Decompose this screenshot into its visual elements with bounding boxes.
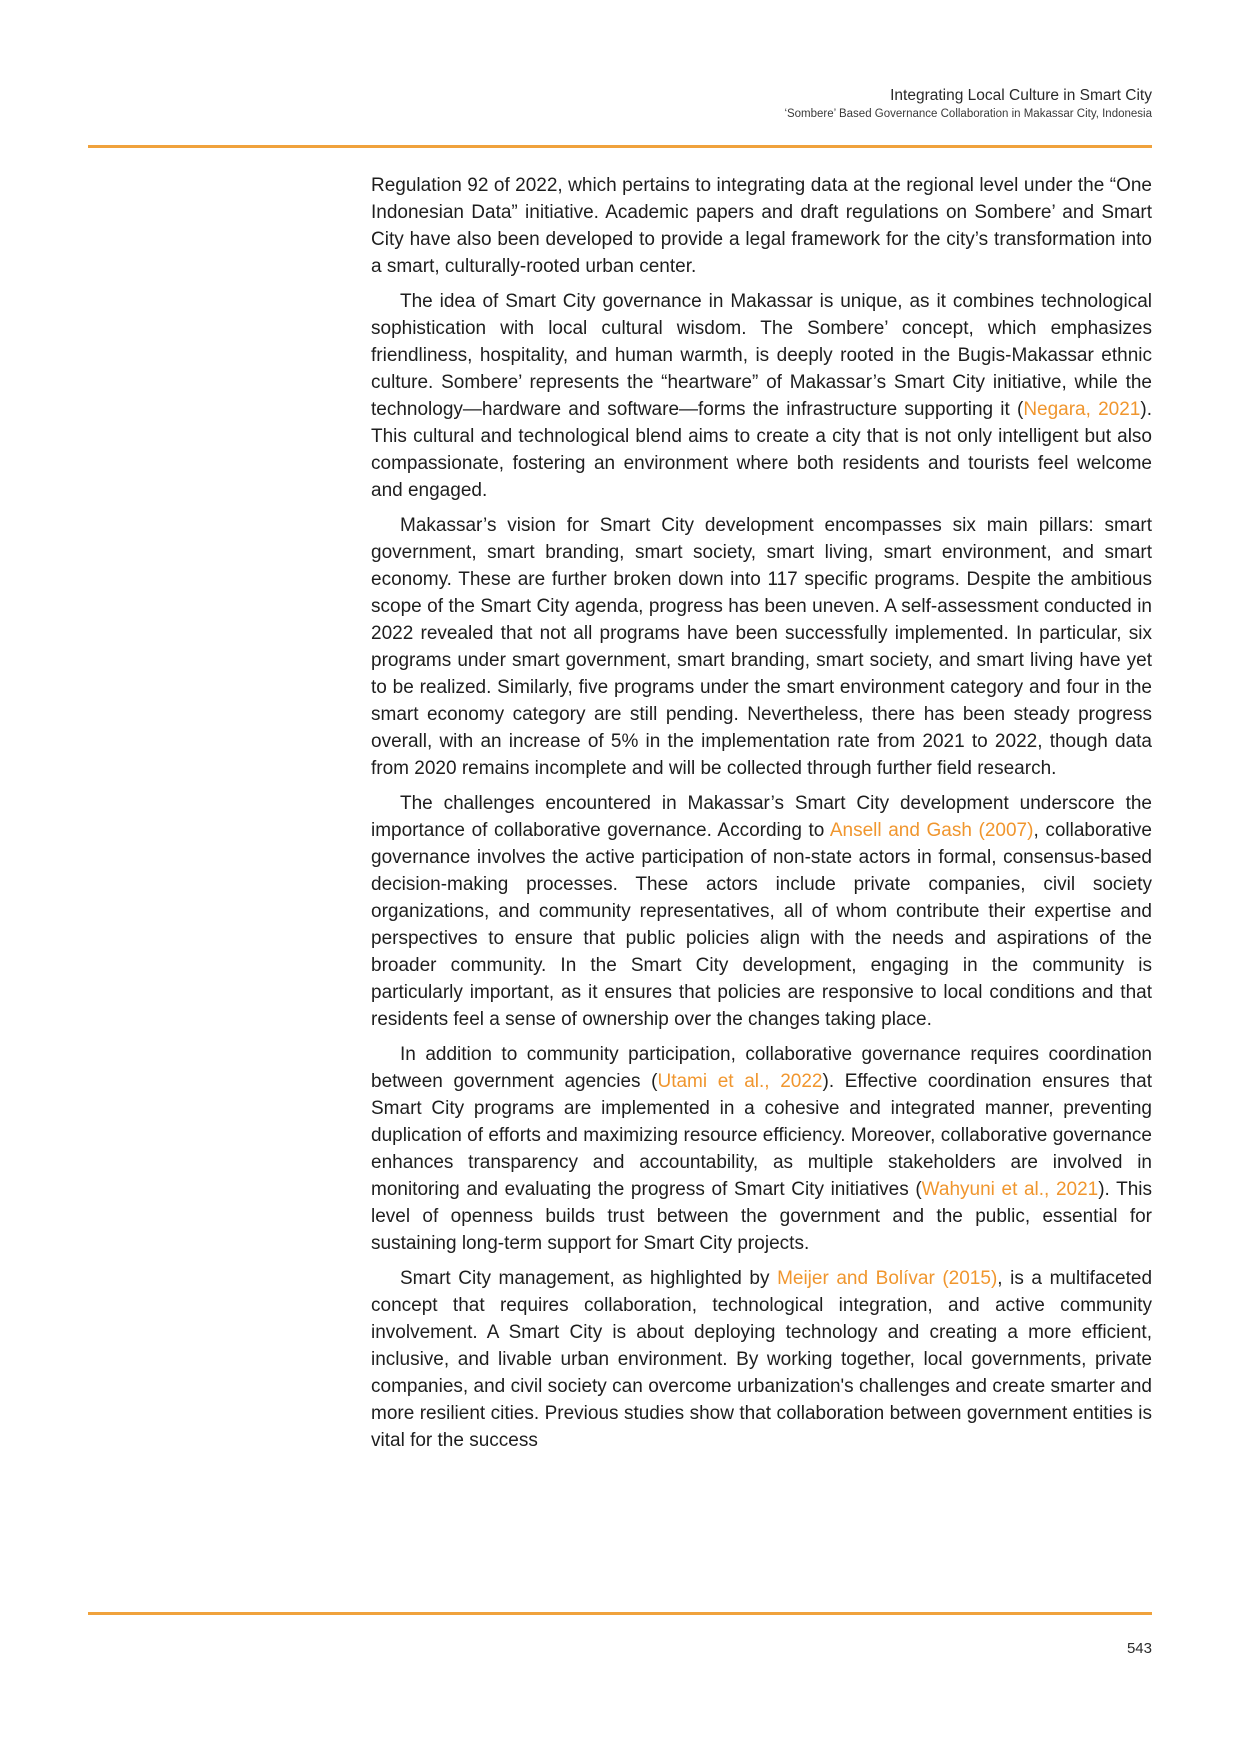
paragraph-2: The idea of Smart City governance in Mak… — [371, 288, 1152, 504]
paragraph-text: , is a multifaceted concept that require… — [371, 1268, 1153, 1451]
paragraph-text: Makassar’s vision for Smart City develop… — [371, 515, 1152, 779]
running-head: Integrating Local Culture in Smart City … — [784, 86, 1152, 122]
body-text: Regulation 92 of 2022, which pertains to… — [371, 172, 1152, 1462]
footer-rule — [88, 1612, 1152, 1615]
running-head-title: Integrating Local Culture in Smart City — [890, 87, 1152, 104]
page-number: 543 — [1126, 1640, 1152, 1657]
citation-negara-2021[interactable]: Negara, 2021 — [1023, 399, 1141, 420]
citation-wahyuni-2021[interactable]: Wahyuni et al., 2021 — [921, 1179, 1099, 1200]
paragraph-text: , collaborative governance involves the … — [371, 820, 1152, 1030]
paragraph-text: The idea of Smart City governance in Mak… — [371, 291, 1152, 420]
paragraph-text: ). Effective coordination ensures that S… — [371, 1071, 1153, 1200]
paragraph-text: Smart City management, as highlighted by — [400, 1268, 778, 1289]
paragraph-4: The challenges encountered in Makassar’s… — [371, 790, 1152, 1033]
paragraph-5: In addition to community participation, … — [371, 1041, 1152, 1257]
paragraph-text: The challenges encountered in Makassar’s… — [371, 793, 1152, 841]
paragraph-text: In addition to community participation, … — [371, 1044, 1152, 1092]
citation-meijer-bolivar-2015[interactable]: Meijer and Bolívar (2015) — [777, 1268, 998, 1289]
paragraph-text: Regulation 92 of 2022, which pertains to… — [371, 175, 1152, 277]
citation-utami-2022[interactable]: Utami et al., 2022 — [657, 1071, 823, 1092]
paragraph-3: Makassar’s vision for Smart City develop… — [371, 512, 1152, 782]
paragraph-1: Regulation 92 of 2022, which pertains to… — [371, 172, 1152, 280]
paragraph-text: ). This level of openness builds trust b… — [371, 1179, 1152, 1254]
running-head-subtitle: ‘Sombere’ Based Governance Collaboration… — [784, 108, 1152, 120]
paragraph-6: Smart City management, as highlighted by… — [371, 1265, 1152, 1454]
header-rule — [88, 145, 1152, 148]
citation-ansell-gash-2007[interactable]: Ansell and Gash (2007) — [829, 820, 1034, 841]
paragraph-text: ). This cultural and technological blend… — [371, 399, 1152, 501]
